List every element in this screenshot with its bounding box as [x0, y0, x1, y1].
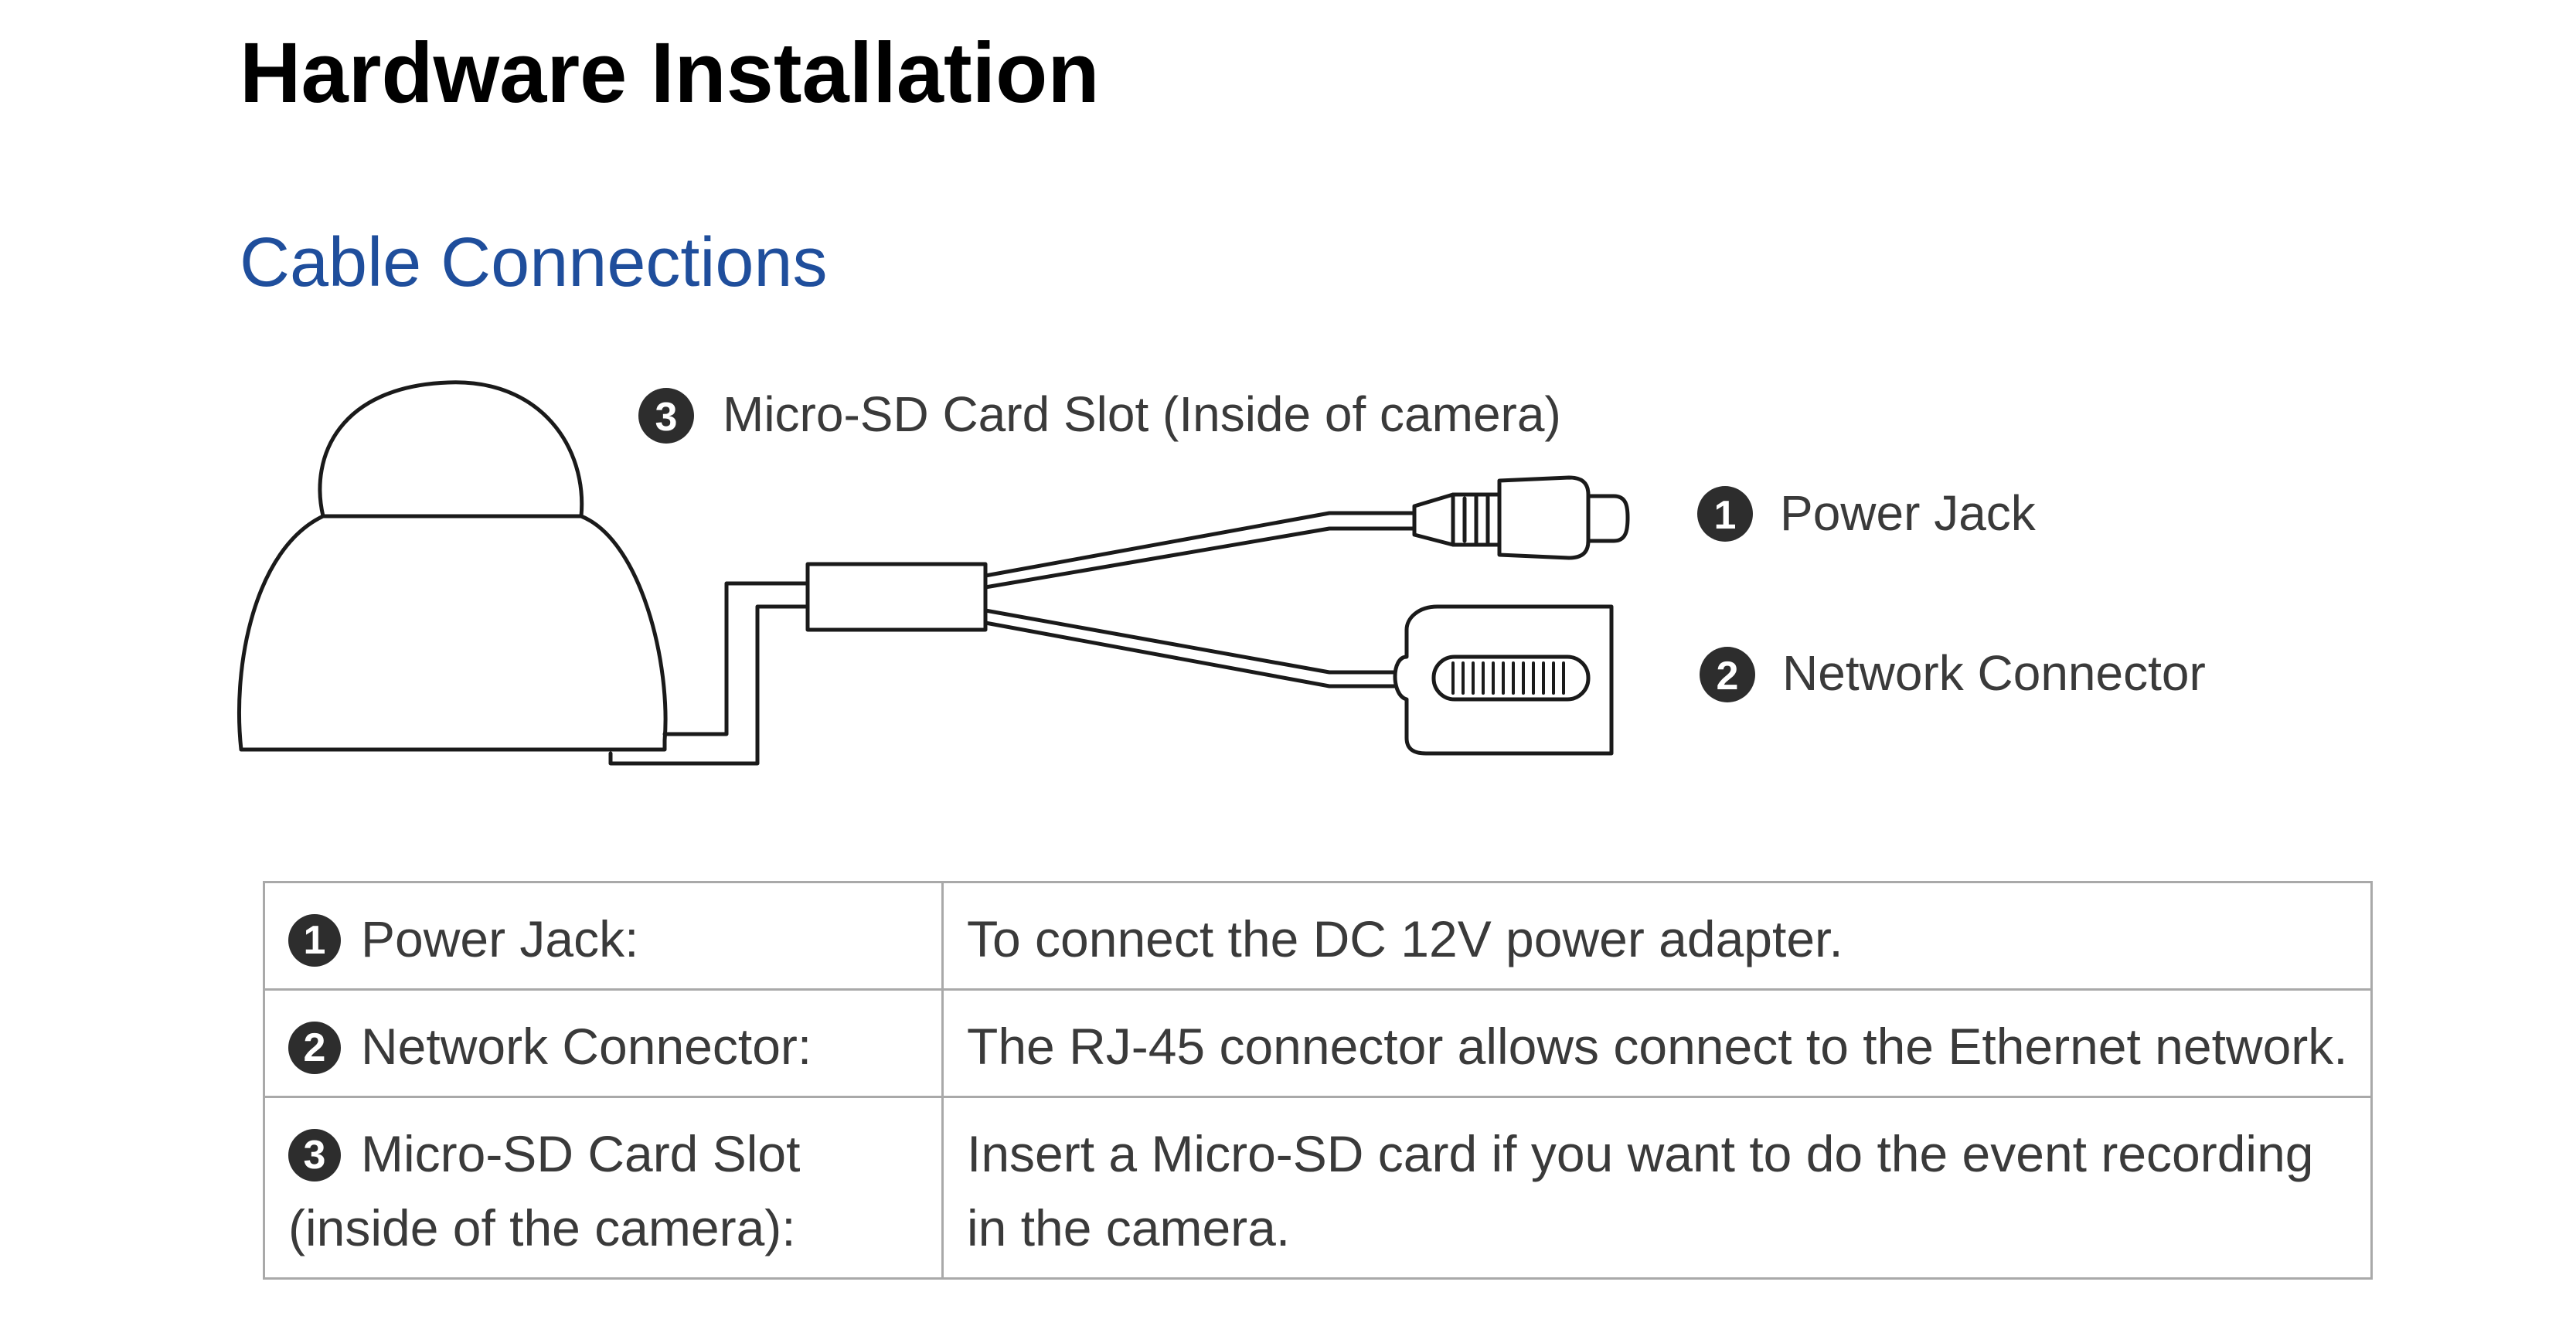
camera-cable [662, 581, 810, 736]
callout-1-label: Power Jack [1780, 485, 2037, 541]
callout-3-label: Micro-SD Card Slot (Inside of camera) [723, 386, 1561, 442]
table-cell-description: Insert a Micro-SD card if you want to do… [941, 1096, 2373, 1280]
table-cell-description: The RJ-45 connector allows connect to th… [941, 988, 2373, 1098]
term-text: Power Jack: [361, 910, 639, 967]
camera-dome [318, 380, 584, 518]
callout-2-badge [1700, 647, 1755, 702]
term-text: Micro-SD Card Slot (inside of the camera… [288, 1125, 801, 1256]
camera-housing [237, 514, 668, 752]
number-badge: 1 [288, 914, 341, 967]
power-jack-plug [1412, 475, 1630, 560]
table-row: 1 Power Jack: To connect the DC 12V power… [263, 881, 2373, 991]
page-title: Hardware Installation [240, 26, 1100, 121]
callout-1-number: 1 [1714, 493, 1737, 538]
section-title: Cable Connections [240, 224, 828, 301]
table-cell-term: 2 Network Connector: [263, 988, 944, 1098]
connection-spec-table: 1 Power Jack: To connect the DC 12V power… [263, 881, 2373, 1280]
cable-connection-diagram: 3 Micro-SD Card Slot (Inside of camera) … [237, 380, 2206, 766]
cable-splitter [805, 562, 988, 632]
callout-3-number: 3 [655, 395, 678, 440]
number-badge: 3 [288, 1129, 341, 1182]
network-connector-plug [1393, 604, 1614, 756]
table-cell-description: To connect the DC 12V power adapter. [941, 881, 2373, 991]
term-text: Network Connector: [361, 1018, 812, 1075]
callout-3-badge [638, 388, 694, 444]
table-cell-term: 1 Power Jack: [263, 881, 944, 991]
callout-1-badge [1697, 486, 1753, 542]
table-row: 2 Network Connector: The RJ-45 connector … [263, 988, 2373, 1098]
number-badge: 2 [288, 1022, 341, 1074]
callout-2-label: Network Connector [1782, 645, 2206, 701]
callout-2-number: 2 [1717, 654, 1739, 699]
